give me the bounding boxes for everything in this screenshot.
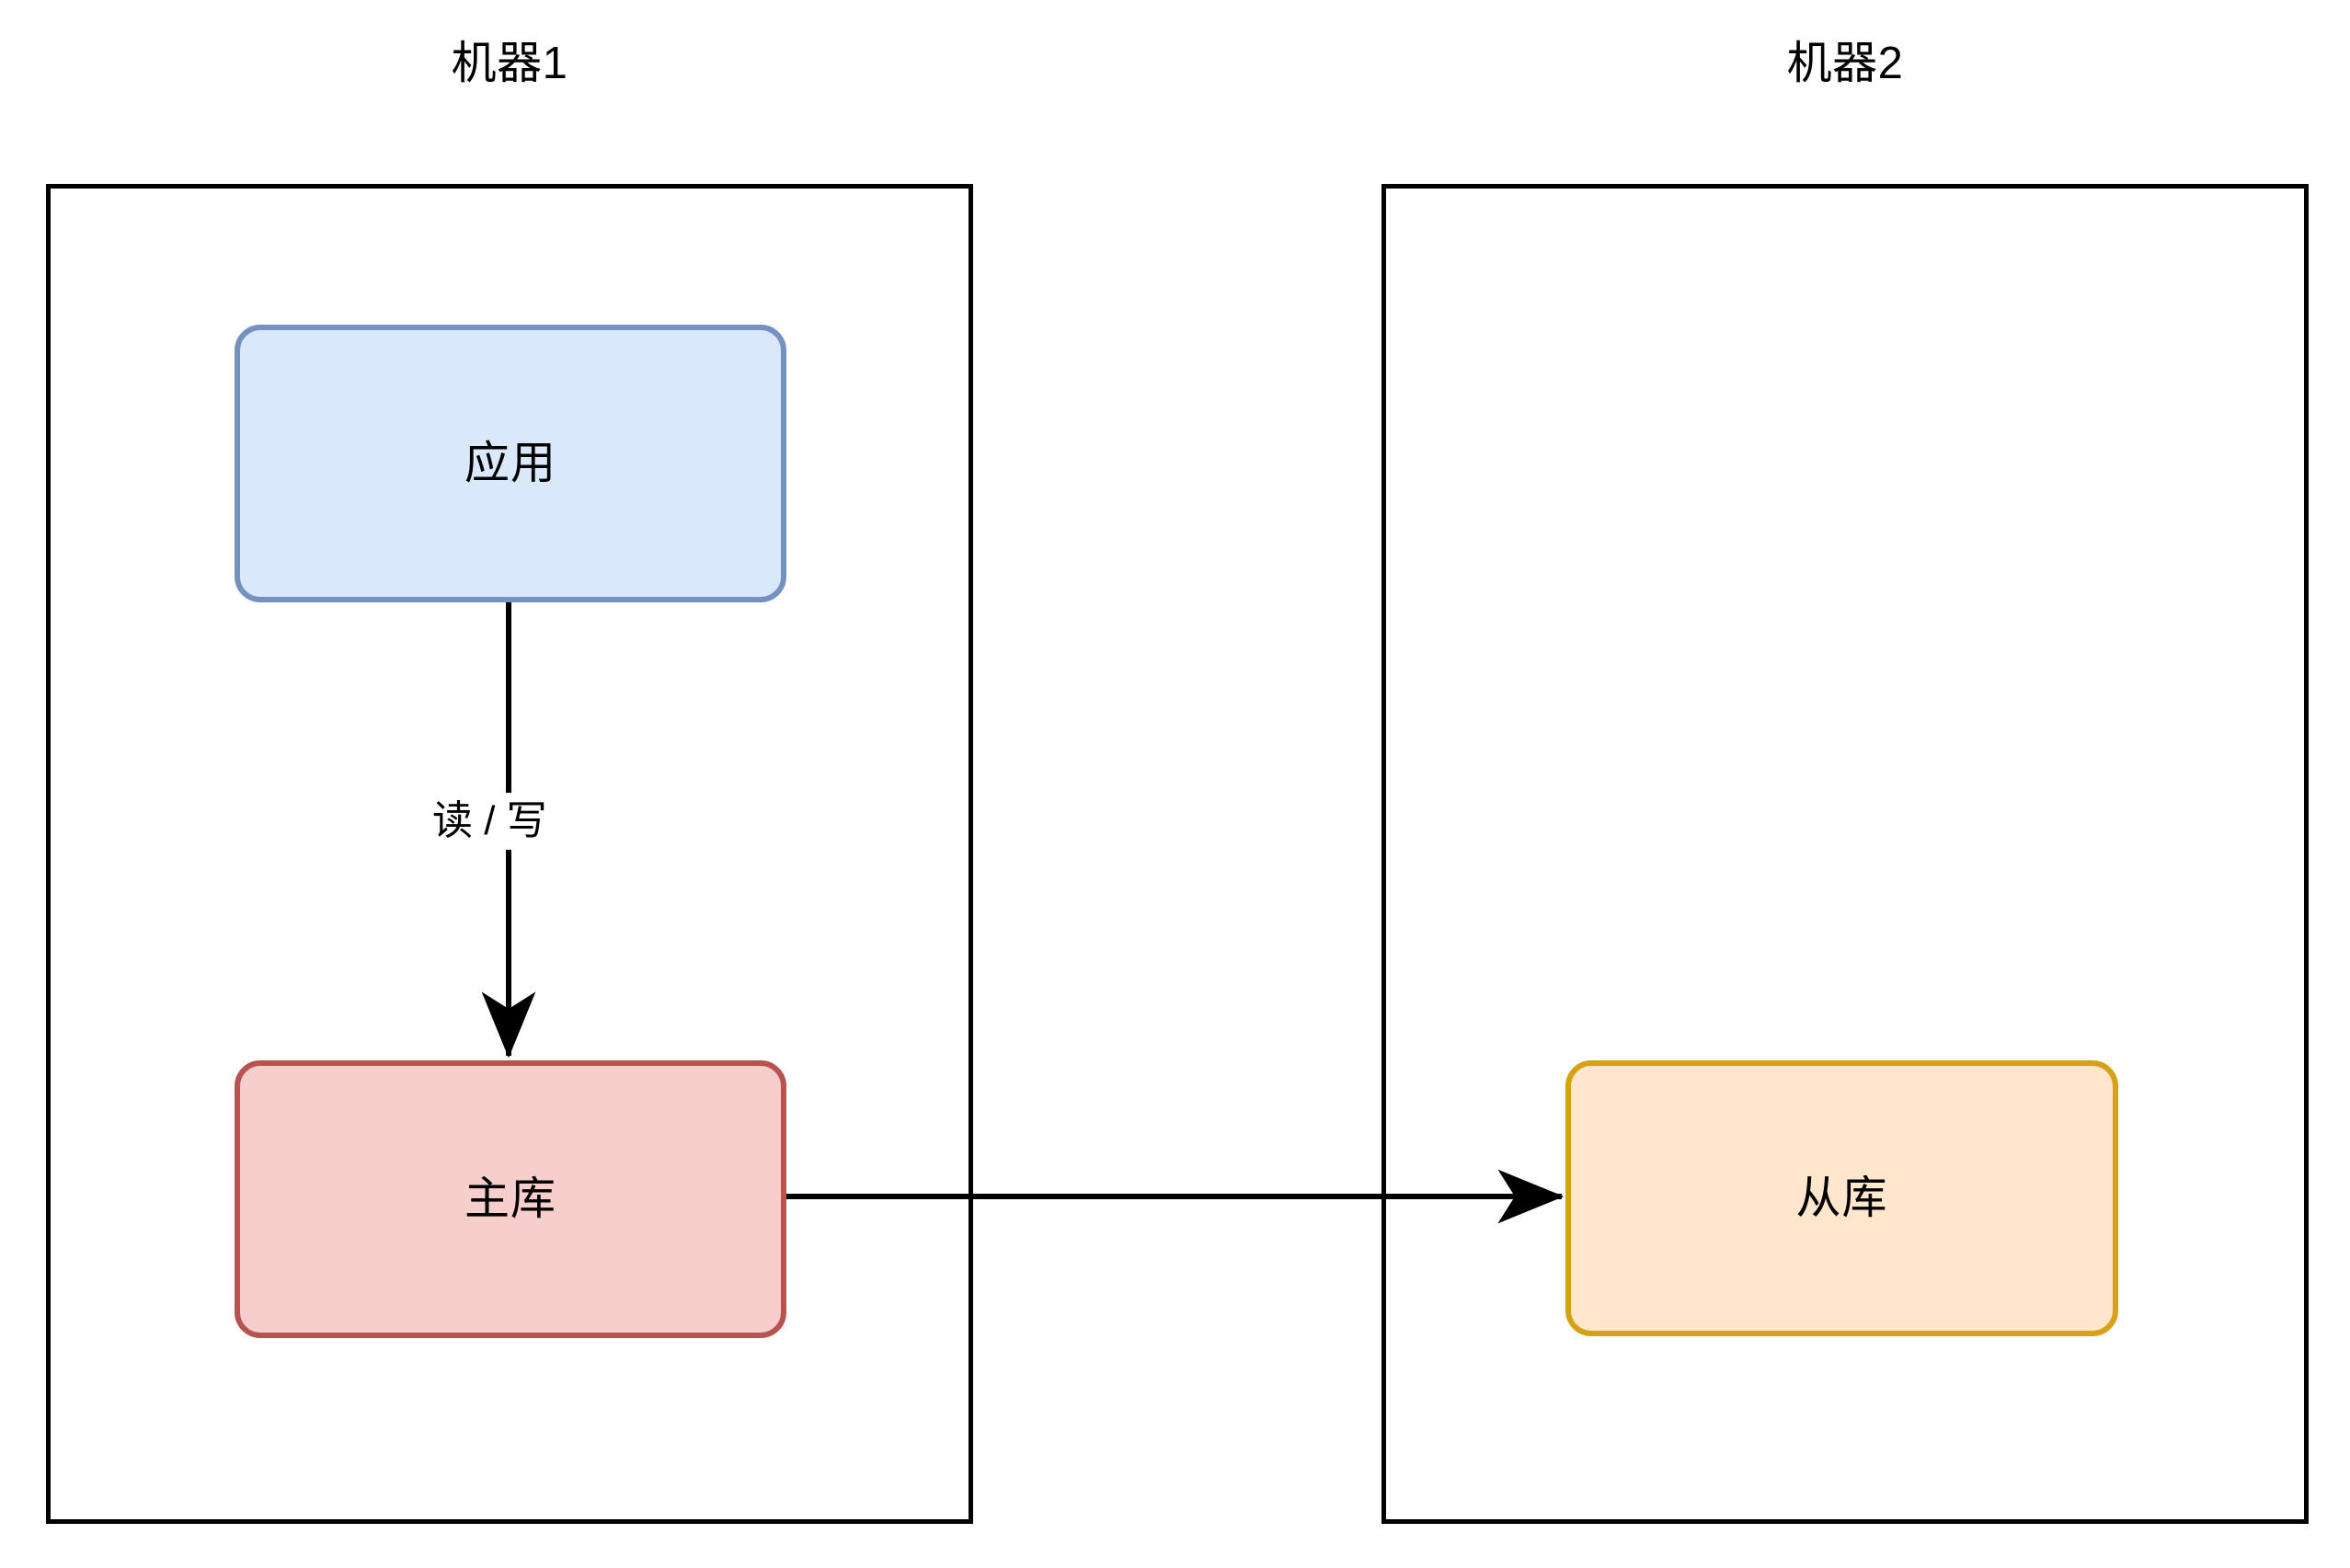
node-slave[interactable]: 从库 — [1565, 1060, 2118, 1336]
edge-label-read-write: 读 / 写 — [425, 793, 555, 850]
machine2-container — [1381, 184, 2309, 1524]
node-app-label: 应用 — [464, 438, 556, 488]
node-slave-label: 从库 — [1795, 1173, 1888, 1223]
node-master[interactable]: 主库 — [235, 1060, 786, 1338]
machine1-title: 机器1 — [451, 39, 568, 88]
node-master-label: 主库 — [464, 1173, 556, 1224]
machine1-container — [46, 184, 973, 1524]
machine2-title: 机器2 — [1786, 39, 1904, 88]
node-app[interactable]: 应用 — [235, 325, 786, 602]
